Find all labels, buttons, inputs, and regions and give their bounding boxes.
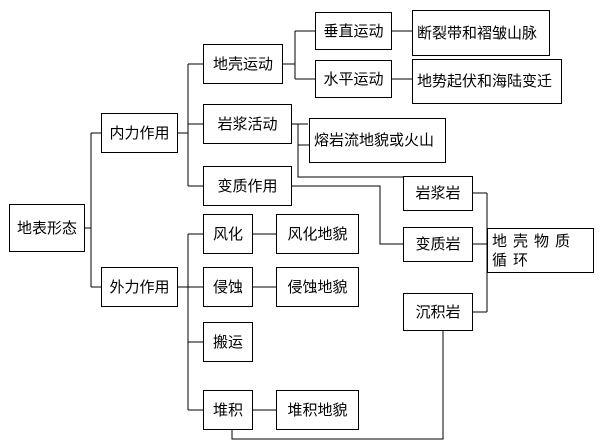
node-vertical-result: 断裂带和褶皱山脉 [412,10,550,56]
node-external-forces: 外力作用 [101,267,178,307]
node-deposition-result-label: 堆积地貌 [287,400,348,419]
node-igneous-rock-label: 岩浆岩 [415,184,461,202]
node-deposition-result: 堆积地貌 [276,390,359,430]
node-horizontal-motion-label: 水平运动 [323,69,384,88]
node-erosion-label: 侵蚀 [212,277,243,296]
node-metamorphic-rock-label: 变质岩 [415,235,461,253]
node-weathering-result-label: 风化地貌 [287,224,348,243]
node-weathering: 风化 [203,214,253,254]
node-weathering-label: 风化 [212,224,243,243]
node-lava-result: 熔岩流地貌或火山 [309,118,446,163]
node-vertical-motion-label: 垂直运动 [323,21,384,40]
node-metamorphism-label: 变质作用 [217,176,278,195]
connector-metamorphism [292,185,403,245]
node-internal-forces: 内力作用 [101,113,178,153]
node-lava-result-label: 熔岩流地貌或火山 [314,131,435,149]
connector-crust [283,30,315,80]
node-erosion-result: 侵蚀地貌 [276,267,359,307]
node-vertical-result-label: 断裂带和褶皱山脉 [417,23,538,42]
node-metamorphism: 变质作用 [203,166,292,206]
node-sedimentary-rock-label: 沉积岩 [415,302,461,321]
node-magma-activity-label: 岩浆活动 [217,114,278,133]
node-crust-motion-label: 地壳运动 [212,54,273,73]
node-rock-cycle-label: 地壳物质循环 [492,231,577,269]
connector-magma-result [292,123,309,146]
node-external-forces-label: 外力作用 [109,277,170,296]
node-landform: 地表形态 [9,204,85,252]
node-horizontal-result: 地势起伏和海陆变迁 [412,59,562,104]
node-sedimentary-rock: 沉积岩 [403,293,473,331]
node-transport-label: 搬运 [212,332,243,351]
node-erosion-result-label: 侵蚀地貌 [287,277,348,296]
node-metamorphic-rock: 变质岩 [403,227,473,262]
node-vertical-motion: 垂直运动 [315,12,392,50]
connector-root [85,132,101,288]
node-internal-forces-label: 内力作用 [109,123,170,142]
node-deposition: 堆积 [203,390,253,430]
node-deposition-label: 堆积 [212,400,243,419]
node-landform-label: 地表形态 [16,218,77,237]
connector-external [178,233,203,411]
node-transport: 搬运 [203,322,253,362]
node-erosion: 侵蚀 [203,267,253,307]
connector-rock-cycle [473,192,488,313]
node-igneous-rock: 岩浆岩 [403,176,473,211]
node-rock-cycle: 地壳物质循环 [487,228,594,273]
connector-deposition-rock [231,331,444,440]
node-magma-activity: 岩浆活动 [203,104,292,144]
node-crust-motion: 地壳运动 [203,44,283,84]
node-weathering-result: 风化地貌 [276,214,359,254]
node-horizontal-motion: 水平运动 [315,60,392,98]
node-horizontal-result-label: 地势起伏和海陆变迁 [417,72,553,90]
connector-internal [178,63,203,187]
